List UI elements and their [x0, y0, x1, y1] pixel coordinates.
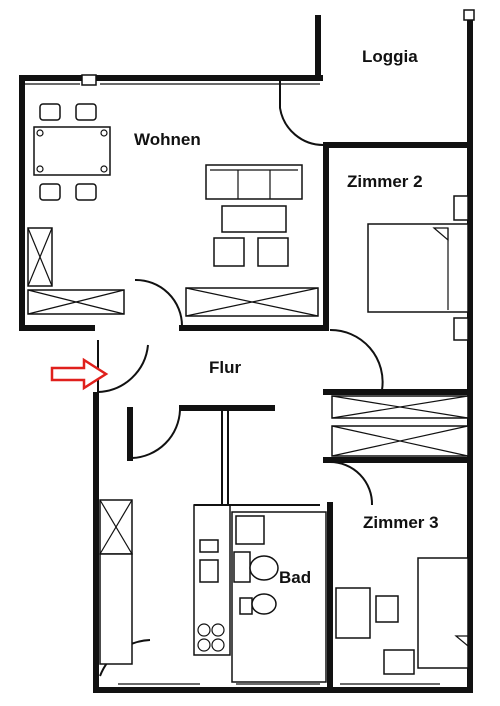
room-label-bad: Bad [279, 568, 311, 587]
entrance-arrow-icon [50, 357, 109, 391]
kitchen-furniture [99, 410, 320, 665]
windows [22, 9, 475, 685]
bad-furniture [231, 511, 327, 683]
zimmer3-furniture [335, 557, 469, 675]
room-label-zimmer2: Zimmer 2 [347, 172, 423, 191]
room-label-loggia: Loggia [362, 47, 418, 66]
room-label-zimmer3: Zimmer 3 [363, 513, 439, 532]
doors [97, 80, 384, 677]
room-label-wohnen: Wohnen [134, 130, 201, 149]
wohnen-furniture [27, 103, 319, 317]
outer-walls [19, 15, 473, 693]
room-label-flur: Flur [209, 358, 241, 377]
zimmer2-furniture [331, 195, 469, 457]
